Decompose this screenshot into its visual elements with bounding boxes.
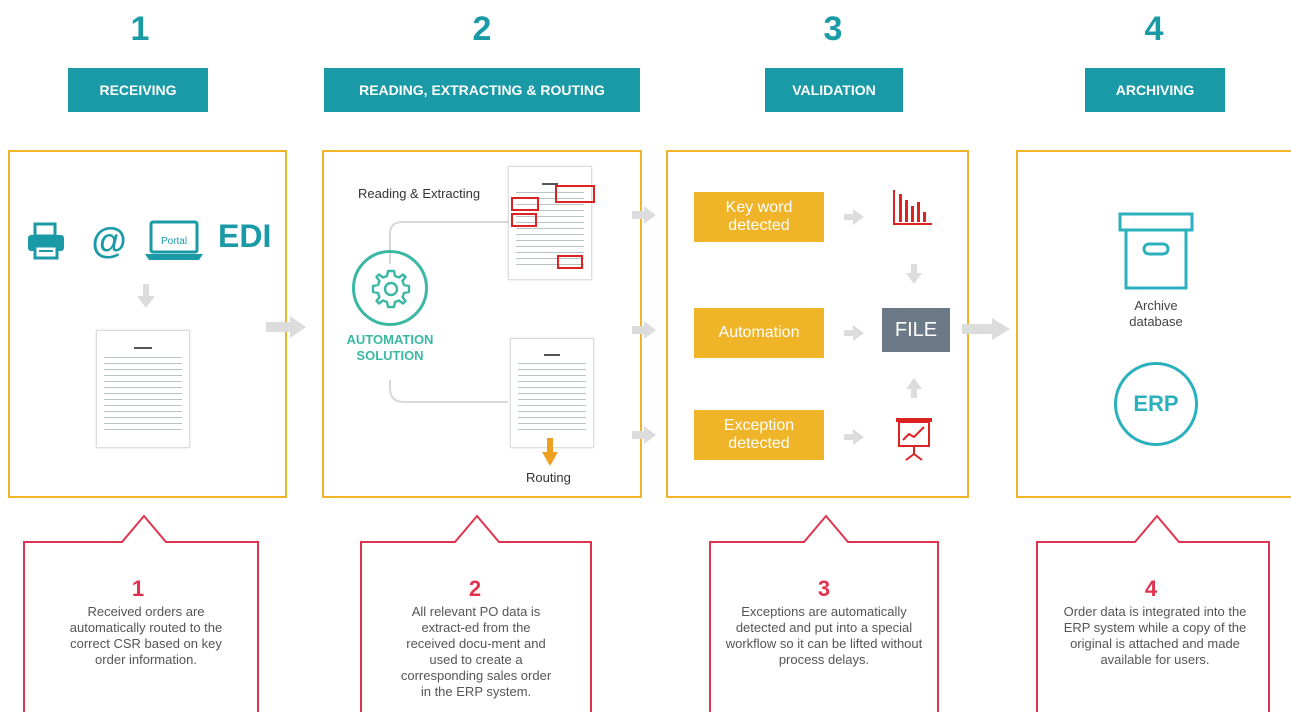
callout-text: Order data is integrated into the ERP sy… [1063,604,1247,667]
panel-archiving: Archive database ERP [1016,150,1291,498]
panel-receiving: @ Portal EDI [8,150,287,498]
solution-label: SOLUTION [356,348,424,363]
flow-arrow-2a [632,206,656,224]
at-sign-icon: @ [91,222,126,260]
printer-icon [28,222,64,260]
bar-chart-icon [893,190,932,225]
callout-number: 3 [817,576,831,601]
flow-arrow-2b [632,321,656,339]
callout-text: Received orders are automatically routed… [69,604,223,667]
step-number-1: 1 [130,10,150,48]
callout-2: 2 All relevant PO data is extract-ed fro… [345,506,605,699]
step-number-3: 3 [823,10,843,48]
down-arrow-icon [137,284,155,308]
callout-frame-3 [709,514,939,712]
highlight-box [557,255,583,269]
arrow-up-icon [906,378,922,398]
erp-circle: ERP [1114,362,1198,446]
automation-box: Automation [694,308,824,358]
step-header-receiving: RECEIVING [68,68,208,112]
connector-lines [389,221,508,403]
erp-label: ERP [1133,391,1179,416]
laptop-icon [145,220,203,260]
step-header-reading: READING, EXTRACTING & ROUTING [324,68,640,112]
panel-validation: Key word detected Automation Exception d… [666,150,969,498]
portal-label: Portal [160,236,188,247]
flow-arrow-2c [632,426,656,444]
highlight-box [511,197,539,211]
callout-number: 2 [468,576,482,601]
callout-3: 3 Exceptions are automatically detected … [694,506,954,696]
highlight-box [555,185,595,203]
edi-label: EDI [218,218,272,254]
exception-detected-box: Exception detected [694,410,824,460]
callout-number: 1 [131,576,145,601]
automation-solution-circle [352,250,428,326]
callout-frame-4 [1036,514,1270,712]
arrow-right-icon [844,429,864,445]
callout-frame-2 [360,514,592,712]
flow-arrow-3 [962,318,1010,340]
callout-frame-1 [23,514,259,712]
panel-reading: Reading & Extracting AUTOMATION SOLUTION… [322,150,642,498]
step-number-4: 4 [1144,10,1164,48]
svg-text:@: @ [91,222,126,260]
step-header-validation: VALIDATION [765,68,903,112]
callout-text: All relevant PO data is extract-ed from … [400,604,552,699]
routing-label: Routing [526,470,571,485]
arrow-right-icon [844,325,864,341]
database-label: database [1129,314,1183,329]
order-document [96,330,190,448]
keyword-detected-box: Key word detected [694,192,824,242]
file-box: FILE [882,308,950,352]
routing-arrow-icon [542,438,558,466]
presentation-chart-icon [896,418,932,461]
flow-arrow-1 [266,316,306,338]
callout-1: 1 Received orders are automatically rout… [8,506,268,696]
routed-document [510,338,594,448]
callout-text: Exceptions are automatically detected an… [725,604,923,667]
arrow-right-icon [844,209,864,225]
highlight-box [511,213,537,227]
callout-4: 4 Order data is integrated into the ERP … [1021,506,1281,696]
automation-label: AUTOMATION [346,332,434,347]
reading-extracting-label: Reading & Extracting [358,186,481,201]
extracted-document [508,166,595,280]
archive-label: Archive [1134,298,1178,313]
step-header-archiving: ARCHIVING [1085,68,1225,112]
arrow-down-icon [906,264,922,284]
gear-icon [371,269,411,309]
callout-number: 4 [1144,576,1158,601]
archive-box-icon [1118,212,1194,290]
step-number-2: 2 [472,10,492,48]
